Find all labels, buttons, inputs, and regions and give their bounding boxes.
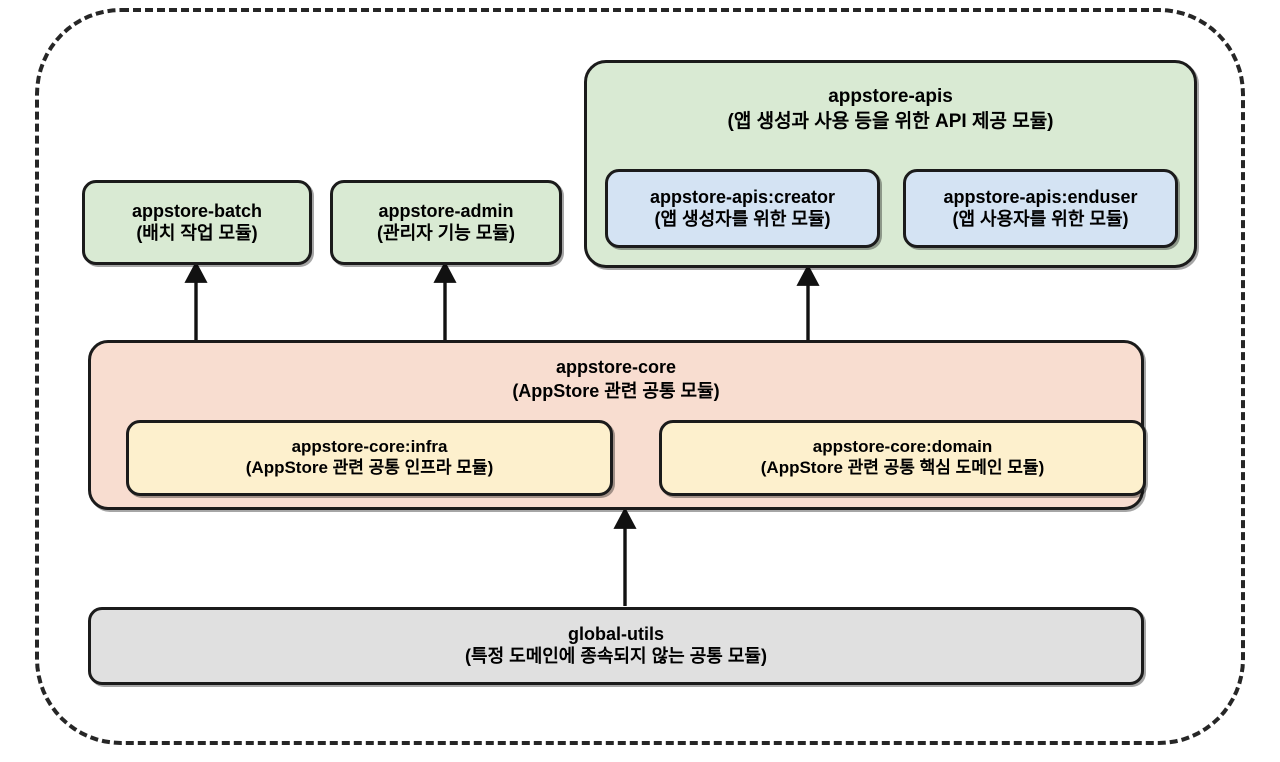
module-global-utils[interactable]: global-utils (특정 도메인에 종속되지 않는 공통 모듈) [88, 607, 1144, 685]
module-appstore-batch[interactable]: appstore-batch (배치 작업 모듈) [82, 180, 312, 265]
module-appstore-apis-enduser[interactable]: appstore-apis:enduser (앱 사용자를 위한 모듈) [903, 169, 1178, 248]
module-title: appstore-apis:creator [649, 186, 836, 207]
module-title: appstore-core:infra [291, 437, 448, 457]
module-subtitle: (배치 작업 모듈) [136, 222, 258, 243]
module-subtitle: (AppStore 관련 공통 인프라 모듈) [245, 458, 494, 477]
module-subtitle: (앱 생성자를 위한 모듈) [654, 208, 831, 229]
module-appstore-apis-creator[interactable]: appstore-apis:creator (앱 생성자를 위한 모듈) [605, 169, 880, 248]
module-title: appstore-admin [378, 200, 514, 221]
module-title: appstore-core:domain [812, 437, 993, 457]
module-subtitle: (앱 사용자를 위한 모듈) [952, 208, 1129, 229]
module-title: global-utils [568, 624, 664, 645]
module-title: appstore-apis:enduser [943, 186, 1138, 207]
module-subtitle: (특정 도메인에 종속되지 않는 공통 모듈) [465, 646, 767, 666]
module-appstore-core-domain[interactable]: appstore-core:domain (AppStore 관련 공통 핵심 … [659, 420, 1146, 496]
module-subtitle: (관리자 기능 모듈) [377, 222, 515, 243]
system-boundary [35, 8, 1245, 745]
module-title: appstore-batch [131, 200, 263, 221]
module-subtitle: (앱 생성과 사용 등을 위한 API 제공 모듈) [727, 111, 1054, 133]
module-appstore-admin[interactable]: appstore-admin (관리자 기능 모듈) [330, 180, 562, 265]
module-subtitle: (AppStore 관련 공통 모듈) [512, 380, 720, 401]
module-appstore-core-infra[interactable]: appstore-core:infra (AppStore 관련 공통 인프라 … [126, 420, 613, 496]
module-title: appstore-apis [828, 86, 953, 107]
module-subtitle: (AppStore 관련 공통 핵심 도메인 모듈) [760, 458, 1045, 477]
module-title: appstore-core [555, 357, 677, 377]
